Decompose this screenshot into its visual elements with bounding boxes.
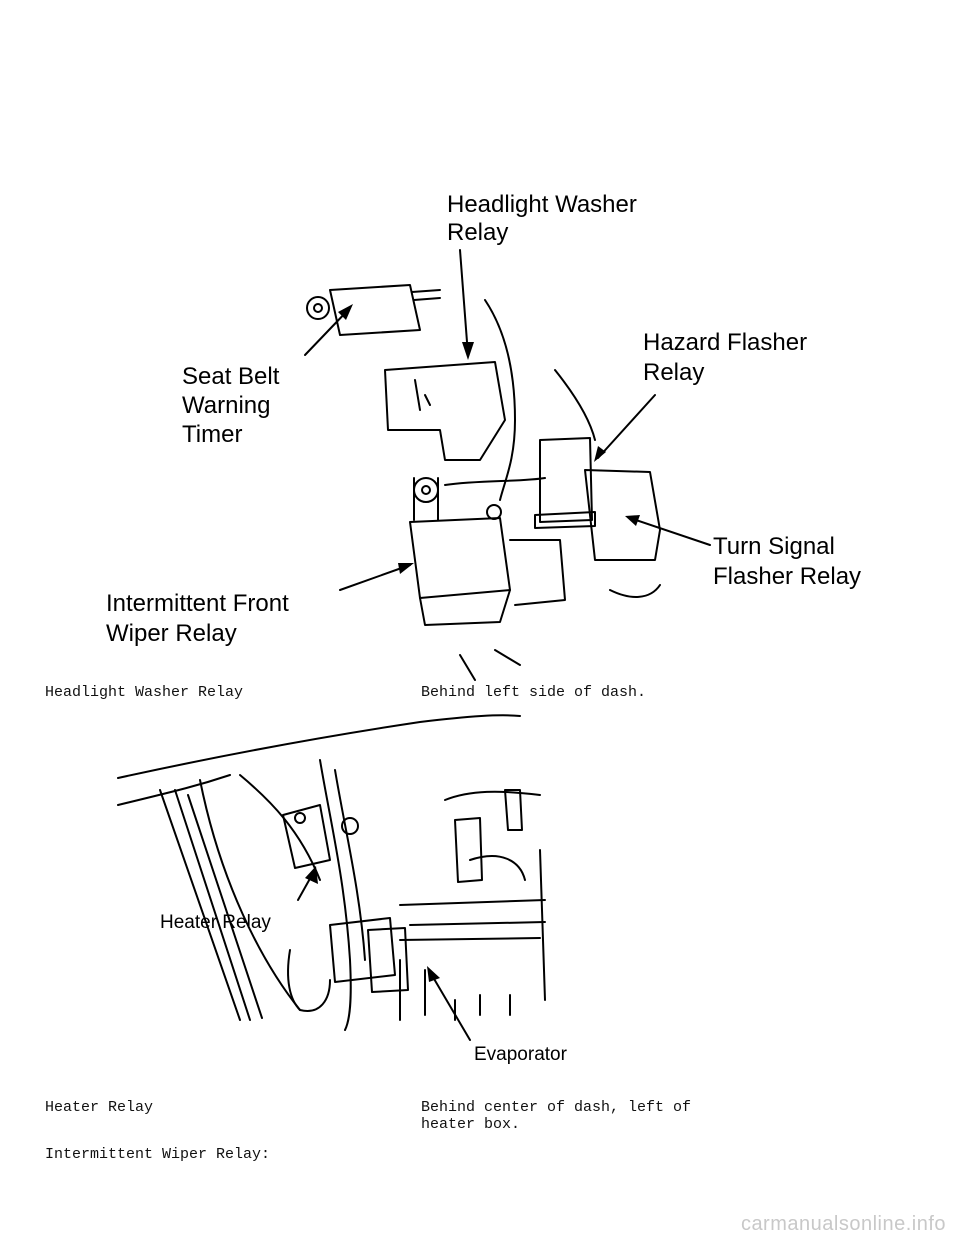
relay-location-illustration: Headlight Washer Relay Hazard Flasher Re… [106,191,861,681]
label-intermittent-line2: Wiper Relay [106,620,237,647]
dash-edge [117,714,521,779]
hazard-flasher-relay-shape [539,437,593,523]
arrow-wiper-relay [339,564,411,591]
arrow-turn-signal [629,517,711,546]
label-turn-signal-line2: Flasher Relay [713,563,861,590]
turn-signal-flasher-relay-shape [584,469,661,561]
watermark: carmanualsonline.info [740,1213,946,1235]
row-heater-relay-location-line1: Behind center of dash, left of [421,1099,692,1116]
heater-relay-shape [282,804,331,869]
label-seat-belt-line1: Seat Belt [182,363,280,390]
label-heater-relay: Heater Relay [160,912,271,933]
label-hazard-flasher-line2: Relay [643,359,704,386]
label-seat-belt-line2: Warning [182,392,270,419]
row-headlight-washer-location: Behind left side of dash. [421,684,647,701]
label-headlight-washer-line1: Headlight Washer [447,191,637,218]
label-headlight-washer-line2: Relay [447,219,508,246]
arrow-hazard [597,394,656,459]
row-headlight-washer-name: Headlight Washer Relay [45,684,244,701]
row-heater-relay-location-line2: heater box. [421,1116,521,1133]
label-intermittent-line1: Intermittent Front [106,590,289,617]
arrow-headlight-washer [459,249,469,356]
label-evaporator: Evaporator [474,1044,568,1065]
arrow-evaporator [429,971,471,1041]
row-heater-relay-name: Heater Relay [45,1099,154,1116]
seat-belt-timer-shape [329,284,421,336]
section-heading-intermittent-wiper: Intermittent Wiper Relay: [45,1146,271,1163]
label-hazard-flasher-line1: Hazard Flasher [643,329,807,356]
headlight-washer-relay-shape [384,361,506,461]
label-seat-belt-line3: Timer [182,421,242,448]
label-turn-signal-line1: Turn Signal [713,533,835,560]
